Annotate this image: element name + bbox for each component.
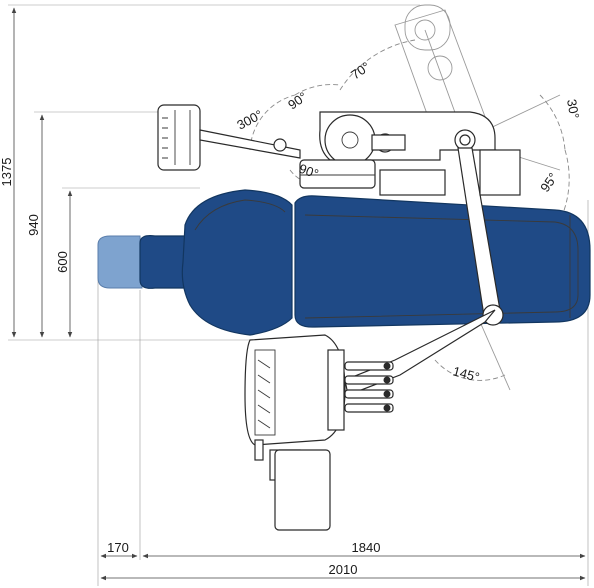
angle-label-145: 145° xyxy=(451,363,481,384)
backrest-cushion xyxy=(181,189,293,336)
operating-lamp xyxy=(299,111,496,196)
angle-label-90-lower: 90° xyxy=(297,161,321,182)
dimension-height-seat: 600 xyxy=(55,190,73,338)
headrest-pad xyxy=(97,235,143,289)
dimension-height-overall: 1375 xyxy=(0,7,17,338)
dim-label-170: 170 xyxy=(107,540,129,555)
dim-label-940: 940 xyxy=(26,214,41,236)
angle-label-70: 70° xyxy=(348,59,373,83)
angle-label-30: 30° xyxy=(564,98,582,120)
dim-label-1375: 1375 xyxy=(0,158,14,187)
delivery-arm xyxy=(344,129,521,396)
doctor-instrument-unit xyxy=(244,334,394,446)
chair-upholstery xyxy=(139,189,591,336)
foot-control xyxy=(254,439,331,531)
dim-label-2010: 2010 xyxy=(329,562,358,577)
dimension-width-headrest: 170 xyxy=(100,540,138,559)
dimension-width-overall: 2010 xyxy=(100,562,586,581)
seat-cushion xyxy=(294,195,591,328)
angle-label-90-upper: 90° xyxy=(285,89,310,113)
instrument-holders xyxy=(344,361,394,413)
dim-label-600: 600 xyxy=(55,251,70,273)
instrument-tray xyxy=(157,104,301,171)
dimension-height-mid: 940 xyxy=(26,114,45,338)
dim-label-1840: 1840 xyxy=(352,540,381,555)
angle-label-300: 300° xyxy=(234,107,265,133)
angle-label-95: 95° xyxy=(537,170,561,195)
dimension-width-chair: 1840 xyxy=(142,540,586,559)
